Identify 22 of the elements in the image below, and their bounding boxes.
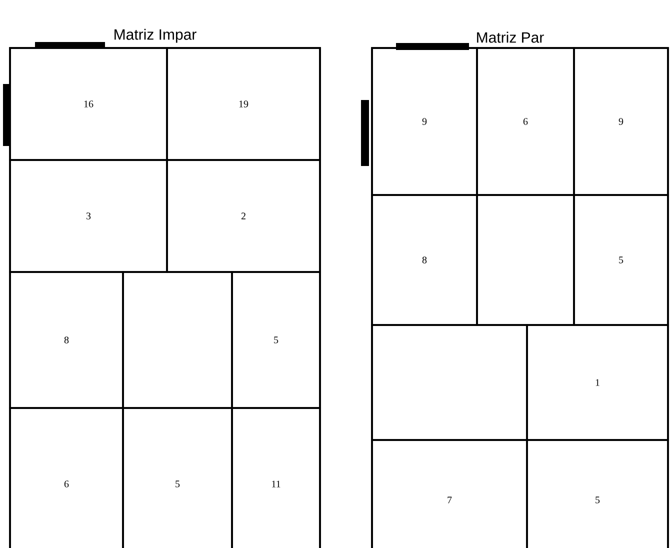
matrix-cell: 2 <box>166 159 321 273</box>
matrix-cell: 9 <box>371 47 478 196</box>
matrix-cell: 6 <box>476 47 575 196</box>
empty-cell <box>371 324 528 441</box>
matrix-cell: 5 <box>231 271 321 409</box>
matrix-cell: 8 <box>9 271 124 409</box>
matrix-cell: 6 <box>9 407 124 548</box>
matrix-cell: 5 <box>573 194 669 326</box>
matrix-cell: 9 <box>573 47 669 196</box>
matrix-cell: 5 <box>122 407 233 548</box>
matrix-cell: 19 <box>166 47 321 161</box>
matrix-title: Matriz Impar <box>114 28 196 43</box>
matrix-cell: 8 <box>371 194 478 326</box>
matrix-cell: 3 <box>9 159 168 273</box>
empty-cell <box>476 194 575 326</box>
matrix-cell: 1 <box>526 324 669 441</box>
matrix-cell: 11 <box>231 407 321 548</box>
empty-cell <box>122 271 233 409</box>
matrix-cell: 5 <box>526 439 669 548</box>
matrix-title: Matriz Par <box>477 32 544 43</box>
matrix-cell: 16 <box>9 47 168 161</box>
matrix-cell: 7 <box>371 439 528 548</box>
